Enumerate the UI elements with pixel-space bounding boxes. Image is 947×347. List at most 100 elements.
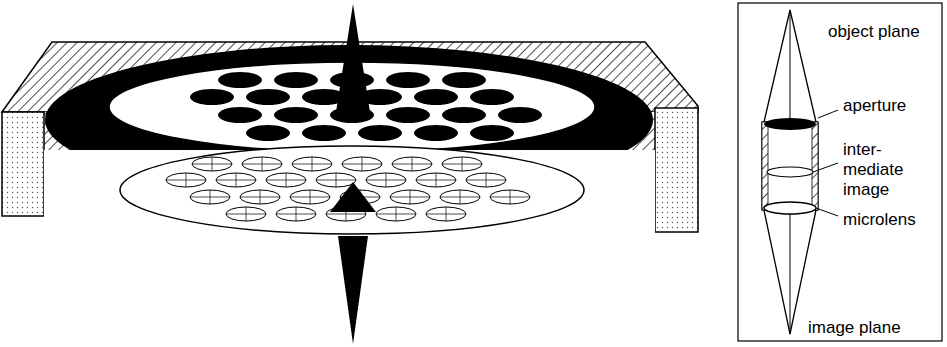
microlens-element	[226, 207, 266, 221]
microlens-element	[240, 190, 280, 204]
aperture-hole	[302, 125, 346, 141]
housing-side	[2, 112, 44, 216]
aperture-hole	[386, 107, 430, 123]
microlens-element	[166, 173, 206, 187]
lens-cross	[336, 173, 337, 187]
lens-cross	[212, 157, 213, 171]
microlens-element	[242, 157, 282, 171]
microlens-element	[440, 190, 480, 204]
lens-cross	[510, 190, 511, 204]
microlens-element	[266, 173, 306, 187]
microlens-element	[276, 207, 316, 221]
lens-cross	[246, 207, 247, 221]
leader-line	[816, 208, 838, 216]
lens-cross	[446, 207, 447, 221]
lens-cross	[262, 157, 263, 171]
microlens-element	[490, 190, 530, 204]
lens-cross	[410, 190, 411, 204]
aperture	[764, 118, 816, 130]
ray	[764, 10, 816, 122]
lens-cross	[436, 173, 437, 187]
microlens-element	[292, 157, 332, 171]
light-cone	[336, 4, 370, 112]
leader-line	[813, 163, 838, 172]
lens-plate	[120, 146, 584, 234]
microlens-element	[442, 157, 482, 171]
light-cone	[338, 236, 368, 344]
microlens-element	[316, 173, 356, 187]
lens-cross	[386, 173, 387, 187]
part-label: object plane	[828, 22, 920, 42]
lens-cross	[312, 157, 313, 171]
microlens-element	[190, 190, 230, 204]
microlens-element	[416, 173, 456, 187]
microlens-element	[426, 207, 466, 221]
microlens-element	[376, 207, 416, 221]
leader-line	[818, 110, 838, 118]
aperture-hole	[470, 89, 514, 105]
cylinder-wall	[762, 122, 768, 210]
lens-cross	[462, 157, 463, 171]
microlens-element	[190, 190, 230, 204]
lens-cross	[396, 207, 397, 221]
aperture-hole	[442, 72, 486, 88]
microlens-element	[442, 157, 482, 171]
microlens-element	[240, 190, 280, 204]
ray	[790, 210, 791, 334]
microlens-element	[390, 190, 430, 204]
microlens-element	[392, 157, 432, 171]
microlens-element	[216, 173, 256, 187]
lens-cross	[236, 173, 237, 187]
ray	[764, 210, 816, 334]
microlens-element	[366, 173, 406, 187]
ray	[790, 10, 791, 122]
aperture-hole	[358, 125, 402, 141]
aperture-hole	[218, 72, 262, 88]
aperture-hole	[442, 107, 486, 123]
microlens-element	[192, 157, 232, 171]
aperture-hole	[190, 89, 234, 105]
microlens-element	[342, 157, 382, 171]
microlens-element	[290, 190, 330, 204]
cylinder	[762, 122, 818, 210]
aperture-hole	[274, 72, 318, 88]
aperture-hole	[470, 125, 514, 141]
microlens-element	[292, 157, 332, 171]
microlens-element	[192, 157, 232, 171]
lens-cross	[460, 190, 461, 204]
lens-cross	[412, 157, 413, 171]
lens-cross	[210, 190, 211, 204]
microlens-element	[276, 207, 316, 221]
microlens-element	[426, 207, 466, 221]
intermediate-image	[767, 167, 813, 177]
microlens-element	[392, 157, 432, 171]
lens-cross	[296, 207, 297, 221]
microlens-element	[440, 190, 480, 204]
aperture-hole	[414, 89, 458, 105]
housing-side	[655, 108, 698, 232]
microlens-element	[316, 173, 356, 187]
lens-cross	[186, 173, 187, 187]
microlens-element	[342, 157, 382, 171]
part-label: microlens	[843, 210, 916, 230]
lens-cross	[310, 190, 311, 204]
aperture-hole	[246, 89, 290, 105]
microlens-element	[490, 190, 530, 204]
part-label: aperture	[843, 96, 906, 116]
microlens-element	[376, 207, 416, 221]
microlens-element	[466, 173, 506, 187]
aperture-hole	[386, 72, 430, 88]
microlens	[764, 202, 816, 214]
lens-cross	[260, 190, 261, 204]
lens-cross	[486, 173, 487, 187]
aperture-hole	[414, 125, 458, 141]
microlens-element	[226, 207, 266, 221]
light-cone	[330, 182, 376, 212]
aperture-hole	[218, 107, 262, 123]
microlens-element	[166, 173, 206, 187]
lens-cross	[286, 173, 287, 187]
microlens-element	[390, 190, 430, 204]
aperture-hole	[246, 125, 290, 141]
lens-cross	[362, 157, 363, 171]
